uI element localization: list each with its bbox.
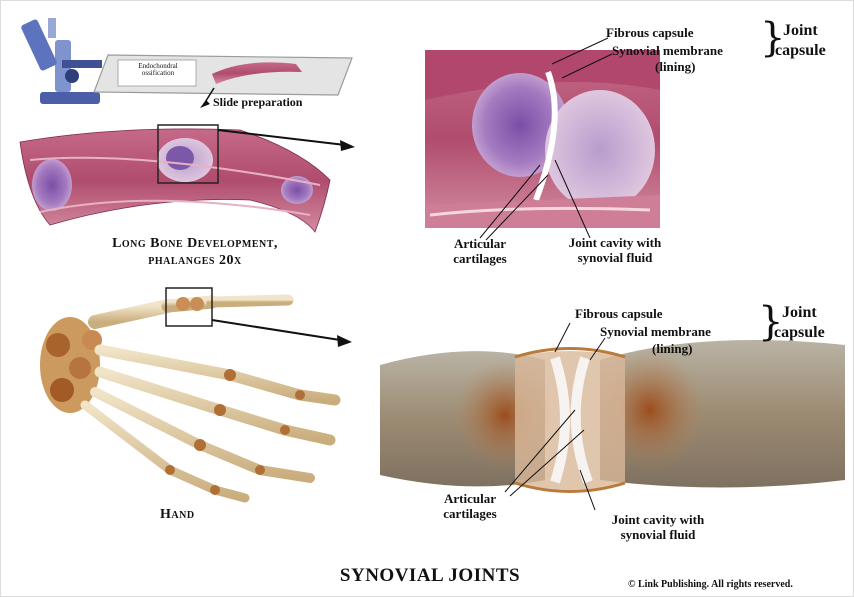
bottom-cartilages-label: cartilages — [430, 507, 510, 521]
figure-title: SYNOVIAL JOINTS — [300, 566, 560, 586]
slide-preparation-label: Slide preparation — [213, 96, 302, 109]
top-fibrous-capsule-label: Fibrous capsule — [606, 26, 694, 40]
long-bone-title: Long Bone Development, — [70, 237, 320, 252]
top-articular-label: Articular — [440, 237, 520, 251]
bottom-joint-label: Joint — [782, 305, 817, 322]
phalanges-title: phalanges 20x — [70, 254, 320, 269]
hand-label: Hand — [160, 508, 195, 523]
bottom-joint-cavity-label: Joint cavity with — [588, 513, 728, 527]
bottom-lining-label: (lining) — [652, 342, 692, 356]
hand-skeleton — [40, 297, 335, 498]
top-synovial-membrane-label: Synovial membrane — [612, 44, 723, 58]
top-joint-label: Joint — [783, 23, 818, 40]
top-synovial-fluid-label: synovial fluid — [545, 251, 685, 265]
top-cartilages-label: cartilages — [440, 252, 520, 266]
endochondral-label: Endochondral ossification — [122, 63, 194, 78]
microscope-icon — [20, 18, 102, 104]
bottom-articular-label: Articular — [430, 492, 510, 506]
top-joint-cavity-label: Joint cavity with — [545, 236, 685, 250]
histology-strip — [20, 129, 330, 232]
bottom-capsule-label: capsule — [774, 325, 825, 342]
copyright-notice: © Link Publishing. All rights reserved. — [628, 580, 793, 591]
top-capsule-label: capsule — [775, 43, 826, 60]
bottom-fibrous-capsule-label: Fibrous capsule — [575, 307, 663, 321]
bottom-synovial-fluid-label: synovial fluid — [588, 528, 728, 542]
bone-joint — [380, 340, 845, 492]
top-lining-label: (lining) — [655, 60, 695, 74]
histology-joint — [425, 50, 660, 228]
zoom-arrow-bottom — [212, 320, 340, 340]
bottom-synovial-membrane-label: Synovial membrane — [600, 325, 711, 339]
